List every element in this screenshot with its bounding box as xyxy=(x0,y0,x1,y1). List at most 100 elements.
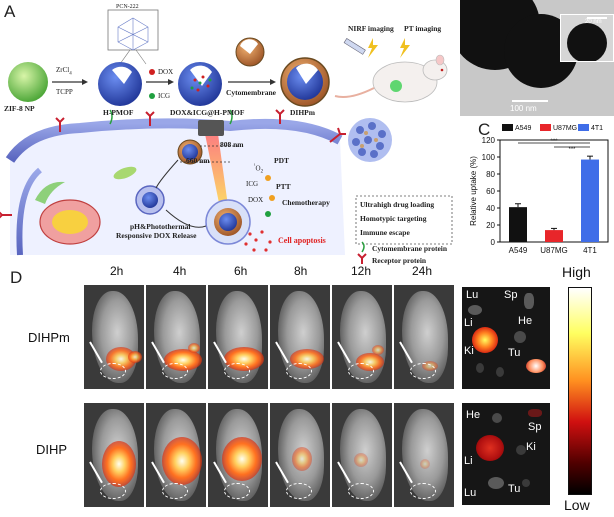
mice-bot-image-4 xyxy=(270,403,330,507)
scale-label: 100 nm xyxy=(510,104,537,113)
mice-bot-image-3 xyxy=(208,403,268,507)
legend-label-0: A549 xyxy=(515,125,531,132)
time-24h: 24h xyxy=(412,264,433,278)
tumor-region-marker xyxy=(224,363,250,379)
organ-label-he: He xyxy=(518,315,533,327)
mice-bot-image-5 xyxy=(332,403,392,507)
fluorescence-signal xyxy=(222,437,262,481)
tumor-region-marker xyxy=(162,363,188,379)
row-label-dihpm: DIHPm xyxy=(28,330,70,345)
label-pt-imaging: PT imaging xyxy=(404,24,442,33)
legend-swatch-2 xyxy=(578,124,589,131)
y-tick-label-6: 120 xyxy=(482,136,496,145)
y-tick-label-4: 80 xyxy=(486,170,495,179)
inset-scale: 20 nm xyxy=(585,19,602,25)
fluorescence-signal xyxy=(188,343,200,353)
label-cytomembrane: Cytomembrane xyxy=(226,88,276,97)
time-12h: 12h xyxy=(351,264,372,278)
label-cell-apoptosis: Cell apoptosis xyxy=(278,236,326,245)
time-4h: 4h xyxy=(173,264,187,278)
label-660nm: 660 nm xyxy=(186,156,210,165)
bar-4t1 xyxy=(581,159,599,242)
mice-top-image-6 xyxy=(394,285,454,389)
fluorescence-signal xyxy=(372,345,384,355)
organ-label-sp: Sp xyxy=(504,289,518,301)
bar-a549 xyxy=(509,207,527,242)
fluorescence-signal xyxy=(102,441,136,487)
organ-label-li: Li xyxy=(464,317,473,329)
organ-label-lu-2: Lu xyxy=(464,487,477,499)
colorbar-high-label: High xyxy=(562,264,591,280)
tumor-region-marker xyxy=(100,363,126,379)
label-responsive-dox-release: Responsive DOX Release xyxy=(116,231,197,240)
x-tick-label-1: U87MG xyxy=(540,246,568,255)
scale-bar xyxy=(512,100,548,102)
tumor-region-marker xyxy=(224,483,250,499)
organ-label-he-2: He xyxy=(466,409,481,421)
tem-image: 20 nm 100 nm xyxy=(460,0,614,116)
x-tick-label-0: A549 xyxy=(509,246,528,255)
label-nirf-imaging: NIRF imaging xyxy=(348,24,394,33)
label-dox-icg-hpmof: DOX&ICG@H-PMOF xyxy=(170,108,245,117)
legend-label-2: 4T1 xyxy=(591,125,603,132)
organ-label-sp-2: Sp xyxy=(528,421,542,433)
mice-bot-image-6 xyxy=(394,403,454,507)
tumor-region-marker xyxy=(348,483,374,499)
box-item-1: Ultrahigh drug loading xyxy=(360,200,435,209)
row-label-dihp: DIHP xyxy=(36,442,68,457)
organ-label-ki: Ki xyxy=(464,345,474,357)
organ-label-tu-2: Tu xyxy=(508,483,521,495)
organ-label-lu: Lu xyxy=(466,289,479,301)
fluorescence-signal xyxy=(420,459,430,469)
legend-swatch-0 xyxy=(502,124,513,131)
mice-top-image-1 xyxy=(84,285,144,389)
sig-label-1: *** xyxy=(550,139,558,145)
fluorescence-signal xyxy=(162,437,202,485)
legend-label-1: U87MG xyxy=(553,125,577,132)
tumor-region-marker xyxy=(410,483,436,499)
y-tick-label-1: 20 xyxy=(486,221,495,230)
label-dox-inside: DOX xyxy=(248,196,264,204)
panel-label-d: D xyxy=(10,268,23,287)
mice-bot-image-1 xyxy=(84,403,144,507)
label-hpmof: H-PMOF xyxy=(103,108,134,117)
y-tick-label-0: 0 xyxy=(491,238,496,247)
label-808nm: 808 nm xyxy=(220,140,244,149)
tem-inset: 20 nm xyxy=(560,14,614,62)
y-axis-label: Relative uptake (%) xyxy=(469,156,478,226)
colorbar xyxy=(568,287,592,495)
label-singlet-oxygen: ¹O2 xyxy=(254,164,264,175)
organs-dihpm: Lu Sp Li He Ki Tu xyxy=(462,287,550,389)
fluorescence-signal xyxy=(292,447,312,471)
box-item-2: Homotypic targeting xyxy=(360,214,427,223)
tumor-region-marker xyxy=(100,483,126,499)
time-6h: 6h xyxy=(234,264,248,278)
label-pcn222: PCN-222 xyxy=(116,4,139,10)
panel-label-c: C xyxy=(478,120,491,139)
label-zrcl4: ZrCl4 xyxy=(56,66,72,77)
label-icg: ICG xyxy=(158,92,171,100)
tumor-region-marker xyxy=(286,483,312,499)
zif8-sphere xyxy=(8,62,48,102)
legend-swatch-1 xyxy=(540,124,551,131)
panel-a-schematic xyxy=(0,9,453,264)
bar-u87mg xyxy=(545,230,563,242)
organs-dihp: He Sp Li Ki Lu Tu xyxy=(462,403,550,505)
y-tick-label-5: 100 xyxy=(482,153,496,162)
mice-top-image-4 xyxy=(270,285,330,389)
time-2h: 2h xyxy=(110,264,124,278)
organ-label-tu: Tu xyxy=(508,347,521,359)
label-chemotherapy: Chemotherapy xyxy=(282,198,330,207)
label-pdt: PDT xyxy=(274,156,289,165)
panel-label-a: A xyxy=(4,2,16,21)
organ-label-ki-2: Ki xyxy=(526,441,536,453)
mice-row-dihpm xyxy=(84,285,456,389)
x-tick-label-2: 4T1 xyxy=(583,246,597,255)
legend-cytomembrane-protein: Cytomembrane protein xyxy=(372,244,448,253)
mice-top-image-2 xyxy=(146,285,206,389)
fluorescence-signal xyxy=(354,453,368,467)
tumor-region-marker xyxy=(348,363,374,379)
mice-top-image-3 xyxy=(208,285,268,389)
